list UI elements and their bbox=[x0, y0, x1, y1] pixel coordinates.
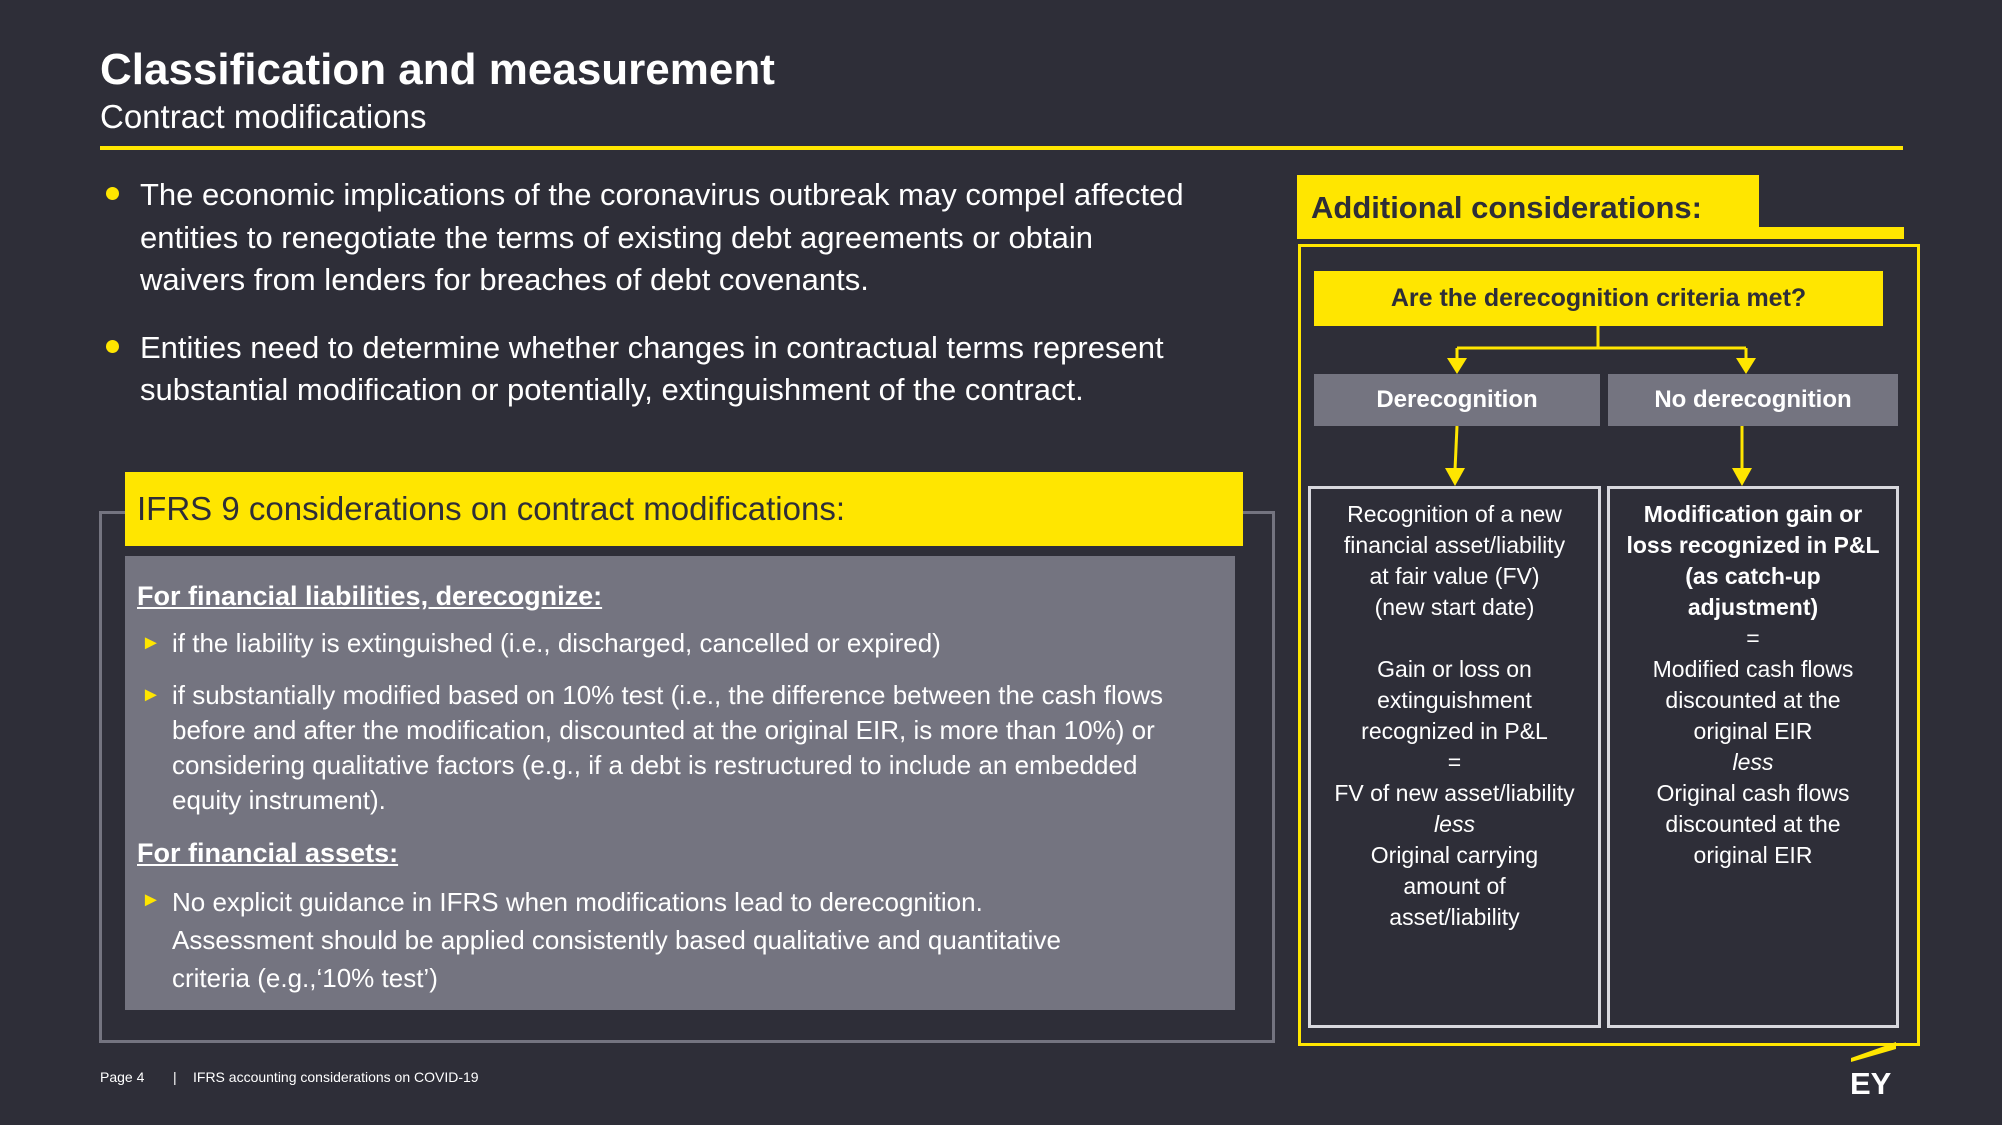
result-line: Original carrying bbox=[1370, 842, 1539, 868]
main-bullet: The economic implications of the coronav… bbox=[100, 174, 1250, 302]
additional-tab bbox=[1297, 175, 1759, 239]
result-line bbox=[1311, 623, 1598, 654]
result-line: Modified cash flows bbox=[1652, 656, 1854, 682]
triangle-bullet-icon: ► bbox=[141, 889, 161, 911]
item-line: considering qualitative factors (e.g., i… bbox=[172, 750, 1138, 780]
result-line: original EIR bbox=[1693, 842, 1813, 868]
connector-line bbox=[1453, 425, 1459, 471]
liabilities-heading: For financial liabilities, derecognize: bbox=[137, 581, 603, 611]
main-bullet-list: The economic implications of the coronav… bbox=[100, 174, 1250, 437]
bullet-line: substantial modification or potentially,… bbox=[140, 372, 1084, 407]
title-divider bbox=[100, 146, 1903, 150]
triangle-bullet-icon: ► bbox=[141, 632, 161, 654]
list-item: ► if substantially modified based on 10%… bbox=[137, 678, 1217, 818]
additional-heading: Additional considerations: bbox=[1311, 190, 1702, 225]
result-line: Original cash flows bbox=[1656, 780, 1850, 806]
bullet-line: entities to renegotiate the terms of exi… bbox=[140, 219, 1093, 255]
result-line: (as catch-up bbox=[1685, 563, 1821, 589]
bullet-dot-icon bbox=[106, 339, 119, 353]
result-line: extinguishment bbox=[1377, 687, 1532, 713]
arrow-down-icon bbox=[1732, 468, 1752, 486]
bullet-dot-icon bbox=[106, 187, 119, 200]
footer-separator: | bbox=[173, 1069, 177, 1085]
derecognition-label: Derecognition bbox=[1314, 374, 1600, 426]
triangle-bullet-icon: ► bbox=[141, 684, 161, 706]
result-line: recognized in P&L bbox=[1361, 718, 1548, 744]
result-line: amount of bbox=[1403, 873, 1506, 899]
result-line: Recognition of a new bbox=[1347, 501, 1562, 527]
item-line: Assessment should be applied consistentl… bbox=[172, 925, 1061, 955]
no-derecognition-label: No derecognition bbox=[1608, 374, 1898, 426]
result-line: asset/liability bbox=[1389, 904, 1520, 930]
additional-tab-underline bbox=[1759, 227, 1904, 239]
page-number: Page 4 bbox=[100, 1069, 145, 1085]
ifrs-panel-heading: IFRS 9 considerations on contract modifi… bbox=[137, 490, 846, 527]
bullet-line: Entities need to determine whether chang… bbox=[140, 329, 1164, 365]
item-line: if substantially modified based on 10% t… bbox=[172, 680, 1163, 710]
result-line: FV of new asset/liability bbox=[1334, 780, 1575, 806]
result-line: less bbox=[1434, 811, 1475, 837]
result-line: (new start date) bbox=[1374, 594, 1535, 620]
arrow-down-icon bbox=[1445, 468, 1465, 486]
result-line: Modification gain or bbox=[1643, 501, 1863, 527]
item-line: No explicit guidance in IFRS when modifi… bbox=[172, 887, 983, 917]
bullet-line: waivers from lenders for breaches of deb… bbox=[140, 262, 869, 297]
main-bullet: Entities need to determine whether chang… bbox=[100, 327, 1250, 412]
result-line: less bbox=[1732, 749, 1774, 775]
item-line: before and after the modification, disco… bbox=[172, 715, 1155, 745]
item-line: equity instrument). bbox=[172, 785, 386, 815]
ey-logo-icon: EY bbox=[1850, 1042, 1896, 1096]
result-line: at fair value (FV) bbox=[1369, 563, 1540, 589]
result-line: discounted at the bbox=[1665, 811, 1841, 837]
result-line: = bbox=[1746, 625, 1760, 651]
result-line: Gain or loss on bbox=[1377, 656, 1532, 682]
arrow-down-icon bbox=[1736, 358, 1756, 374]
result-line: adjustment) bbox=[1687, 594, 1819, 620]
arrow-down-icon bbox=[1447, 358, 1467, 374]
item-line: criteria (e.g.,‘10% test’) bbox=[172, 963, 438, 993]
item-line: if the liability is extinguished (i.e., … bbox=[172, 628, 941, 658]
slide-subtitle: Contract modifications bbox=[100, 98, 427, 135]
footer-doc-title: IFRS accounting considerations on COVID-… bbox=[193, 1069, 479, 1085]
ifrs-panel-header bbox=[125, 472, 1243, 546]
derecognition-result-box: Recognition of a new financial asset/lia… bbox=[1308, 486, 1601, 1028]
logo-text: EY bbox=[1850, 1066, 1892, 1096]
slide-title: Classification and measurement bbox=[100, 45, 775, 94]
derecognition-question: Are the derecognition criteria met? bbox=[1314, 271, 1883, 326]
result-line: = bbox=[1447, 749, 1462, 775]
list-item: ► No explicit guidance in IFRS when modi… bbox=[137, 883, 1217, 997]
no-derecognition-result-box: Modification gain or loss recognized in … bbox=[1607, 486, 1899, 1028]
ifrs-panel-body: For financial liabilities, derecognize: … bbox=[125, 556, 1235, 1010]
result-line: original EIR bbox=[1693, 718, 1813, 744]
list-item: ► if the liability is extinguished (i.e.… bbox=[137, 626, 1217, 661]
result-line: financial asset/liability bbox=[1343, 532, 1566, 558]
result-line: discounted at the bbox=[1665, 687, 1841, 713]
assets-heading: For financial assets: bbox=[137, 838, 399, 868]
additional-frame bbox=[1298, 244, 1920, 1046]
bullet-line: The economic implications of the coronav… bbox=[140, 177, 1184, 212]
result-line: loss recognized in P&L bbox=[1626, 532, 1880, 558]
